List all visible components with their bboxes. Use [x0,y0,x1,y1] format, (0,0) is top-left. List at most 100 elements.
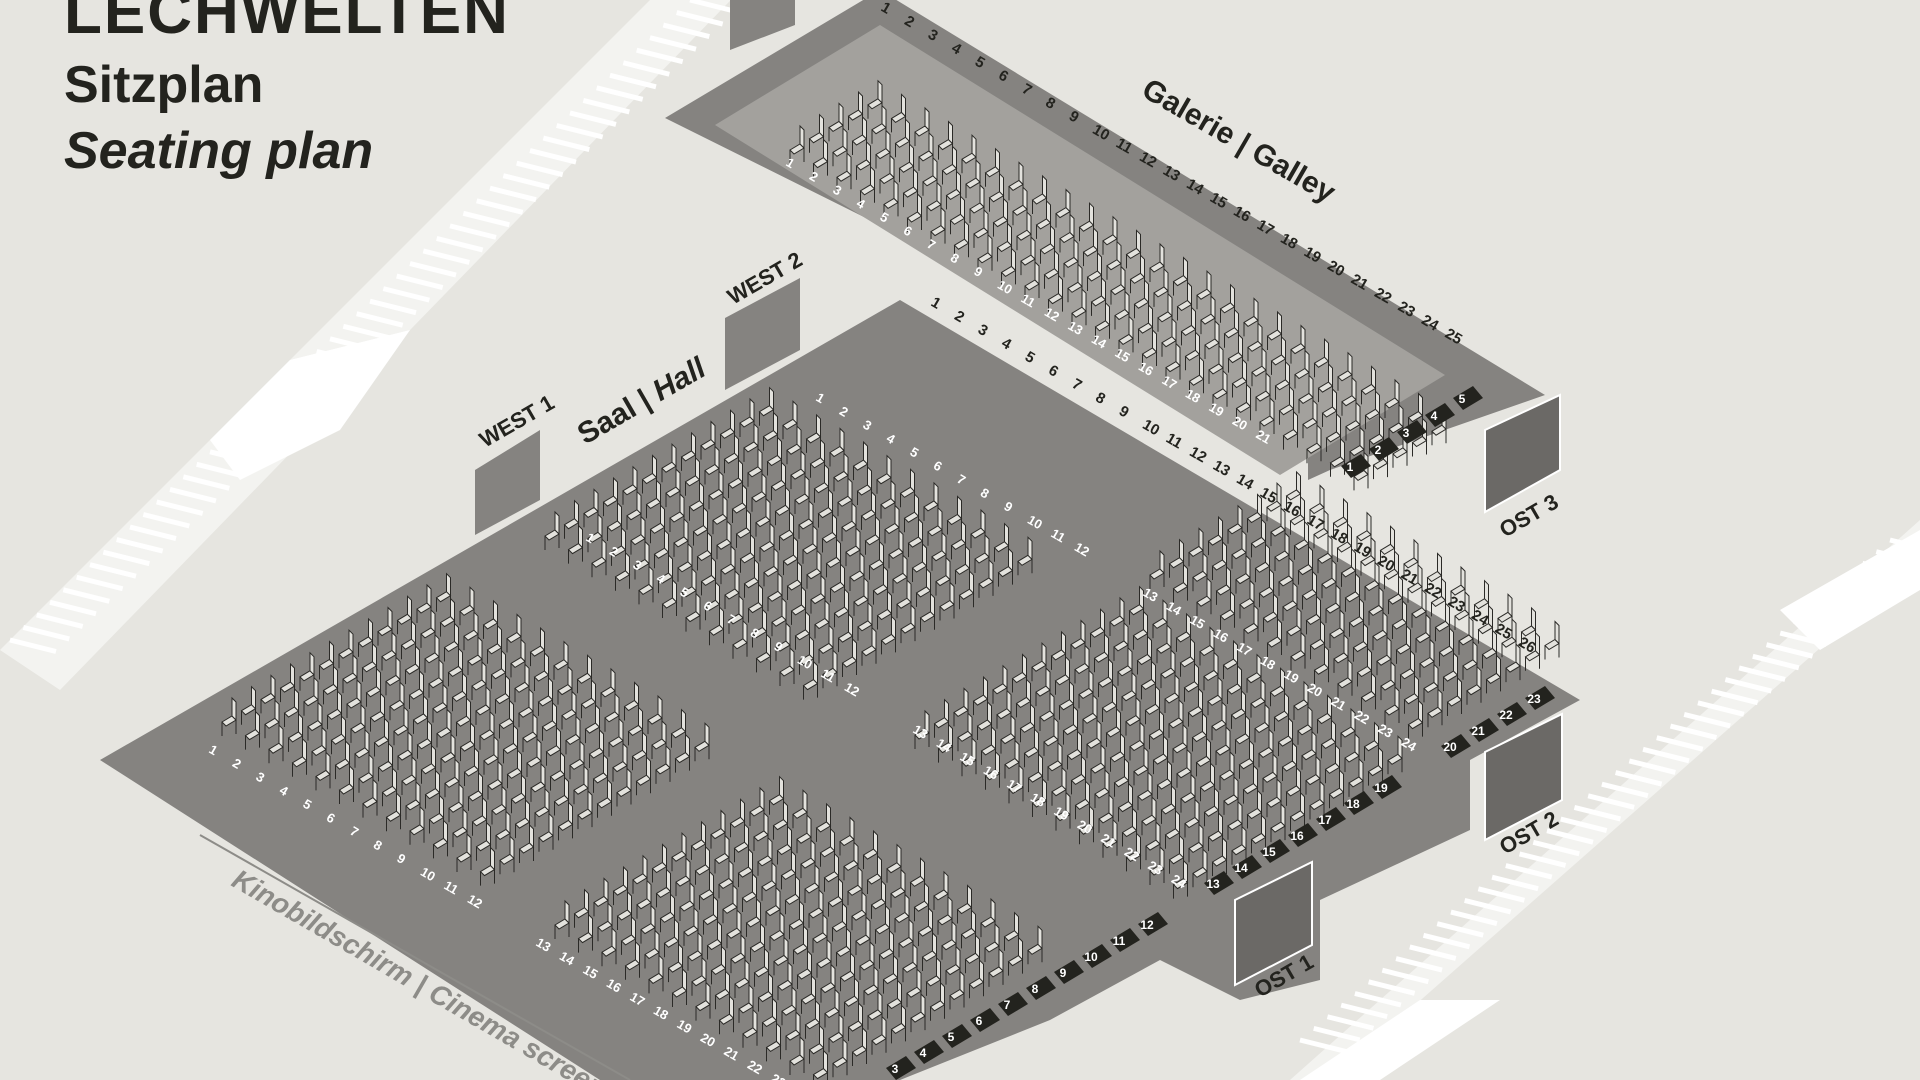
seat-back [485,685,491,711]
seat-back [391,631,397,656]
seat-back [1124,757,1129,782]
stair-step-right [1601,781,1649,799]
seat-back [1041,641,1047,667]
stairs-left-steps [9,0,737,654]
seat-back [940,981,945,1007]
seat-back [1073,705,1078,730]
seat-back [399,681,405,706]
seat-back [1218,811,1223,837]
seat-back [1472,640,1478,666]
seat-back [913,167,918,193]
seat-back [742,619,748,645]
seat-back [1159,242,1165,268]
stair-step-left [689,0,737,14]
seat-back [1222,540,1227,566]
seat-back [1124,290,1130,315]
seat-back [811,974,816,1000]
seat-back [584,888,589,913]
seat-back [1390,660,1396,686]
saal-far-east-row-number: 17 [1235,639,1255,659]
saal-east-row-number: 15 [958,749,978,769]
seat-back [1351,376,1357,401]
seat-back [815,999,820,1025]
seat-back [489,710,495,736]
seat-back [270,674,276,699]
saal-south-row-number: 23 [769,1071,789,1080]
seat-back [785,621,791,647]
galerie-row-number: 19 [1207,399,1227,419]
seat-back [1179,834,1184,859]
seat-back [722,495,728,520]
stair-step-left [502,173,550,190]
seat-back [802,789,808,814]
seat-back [1320,620,1325,645]
seat-back [1140,254,1145,279]
saal-column-number: 1 [928,294,944,313]
seat-back [703,506,708,531]
seat-back [356,678,362,704]
saal-column-number: 22 [1422,579,1445,602]
seat-back [828,488,833,513]
seat-back [1222,836,1227,862]
seat-back [711,556,716,581]
seat-back [765,497,771,522]
seat-back [879,540,884,565]
seat-back [1081,755,1086,780]
seat-back [772,997,777,1022]
seat-back [1336,412,1341,438]
seat-back [830,827,835,853]
seat-back [1069,680,1074,705]
seat-back [521,773,526,799]
seat-back [1144,278,1149,304]
seat-back [832,513,837,538]
seat-back [944,698,949,723]
seat-back [963,687,969,712]
seat-back [909,142,914,168]
seat-back [1230,590,1235,616]
seat-back [372,642,377,668]
seat-back [808,499,814,525]
seat-back [917,192,922,218]
seat-back [679,492,685,518]
seat-back [1120,732,1125,758]
seat-back [431,744,436,769]
seat-back [1237,800,1243,826]
saal-south-row-number: 18 [651,1003,671,1023]
seat-back [1014,911,1019,936]
seat-back [1347,658,1353,684]
seat-back [1308,545,1313,570]
seat-back [1088,669,1094,694]
saal-row-badge [1110,928,1140,952]
seat-back [787,825,792,850]
seat-back [920,992,926,1018]
seat-back [462,672,467,697]
seat-back [940,206,946,231]
seat-back [646,879,652,904]
stair-step-left [529,148,577,165]
seat-back [595,703,600,729]
seat-back [881,879,886,905]
seat-back [769,386,774,411]
saal-row-badge [914,1040,944,1064]
seat-back [740,798,745,823]
seat-back [781,461,786,486]
saal-row-badge [1232,855,1262,879]
seat-back [430,608,436,634]
seat-back [769,522,775,547]
stair-step-left [142,512,190,529]
seat-back [979,958,984,984]
stair-step-left [569,110,617,127]
seat-back [1139,585,1144,610]
seat-back [1167,292,1173,318]
seat-back [349,764,354,790]
seat-back [883,565,888,590]
seat-back [971,909,976,934]
stair-step-left [596,85,644,102]
galerie-column-number: 14 [1184,176,1208,199]
galerie-row-number: 12 [1042,304,1062,324]
seat-back [1143,746,1149,771]
seat-back [321,726,327,751]
seat-back [505,810,511,835]
seat-back [411,755,417,781]
seat-back [691,431,696,457]
